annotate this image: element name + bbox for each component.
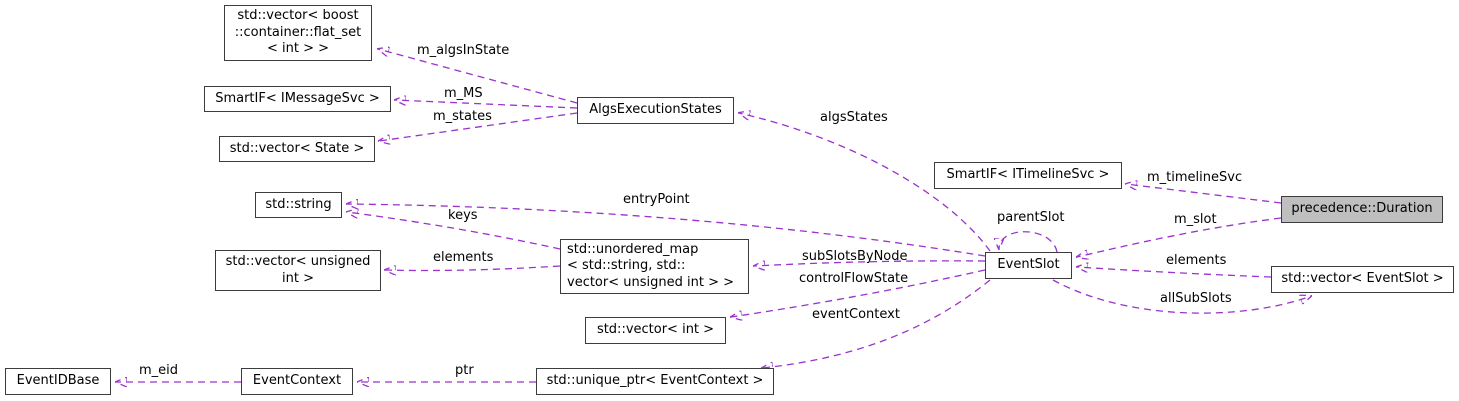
edge-m-timelinesvc: [1126, 184, 1282, 204]
node-unique-ptr-eventcontext[interactable]: std::unique_ptr< EventContext >: [536, 368, 774, 395]
node-algs-execution-states[interactable]: AlgsExecutionStates: [577, 97, 734, 124]
node-unordered-map[interactable]: std::unordered_map < std::string, std:: …: [560, 239, 749, 294]
edge-label-elements-left: elements: [433, 250, 494, 265]
edge-label-m-algsinstate: m_algsInState: [417, 43, 510, 58]
node-vector-unsigned-int[interactable]: std::vector< unsigned int >: [215, 250, 381, 291]
edge-label-elements-right: elements: [1166, 253, 1227, 268]
edge-parentslot: [999, 231, 1058, 252]
node-smartif-itimelinesvc[interactable]: SmartIF< ITimelineSvc >: [934, 162, 1122, 189]
edge-label-ptr: ptr: [455, 363, 474, 378]
edge-label-m-timelinesvc: m_timelineSvc: [1147, 170, 1243, 185]
edge-label-m-slot: m_slot: [1174, 212, 1217, 227]
node-std-string[interactable]: std::string: [255, 192, 342, 218]
edge-m-ms: [395, 100, 578, 108]
edge-label-parentslot: parentSlot: [997, 210, 1065, 225]
node-vector-int[interactable]: std::vector< int >: [585, 317, 726, 344]
node-precedence-duration: precedence::Duration: [1281, 196, 1443, 223]
edge-label-allsubslots: allSubSlots: [1160, 291, 1232, 306]
node-vector-state[interactable]: std::vector< State >: [219, 136, 375, 162]
node-smartif-imessagesvc[interactable]: SmartIF< IMessageSvc >: [204, 86, 391, 112]
edge-label-m-ms: m_MS: [444, 86, 483, 101]
node-event-slot[interactable]: EventSlot: [985, 252, 1072, 279]
edge-label-entrypoint: entryPoint: [623, 192, 690, 207]
edge-label-subslotsbynode: subSlotsByNode: [802, 249, 908, 264]
edge-label-controlflowstate: controlFlowState: [799, 271, 909, 286]
edge-elements-right: [1077, 267, 1272, 277]
edge-eventcontext: [762, 279, 991, 368]
edge-label-m-eid: m_eid: [139, 363, 179, 378]
node-vector-eventslot[interactable]: std::vector< EventSlot >: [1271, 266, 1454, 293]
edge-label-keys: keys: [448, 208, 478, 223]
edge-elements-left: [385, 266, 561, 271]
edge-label-m-states: m_states: [433, 109, 492, 124]
edge-label-eventcontext: eventContext: [812, 307, 900, 322]
node-event-context[interactable]: EventContext: [241, 368, 353, 395]
node-event-id-base[interactable]: EventIDBase: [5, 368, 111, 395]
node-vector-flat-set[interactable]: std::vector< boost ::container::flat_set…: [224, 5, 372, 61]
edge-label-algsstates: algsStates: [820, 110, 888, 125]
